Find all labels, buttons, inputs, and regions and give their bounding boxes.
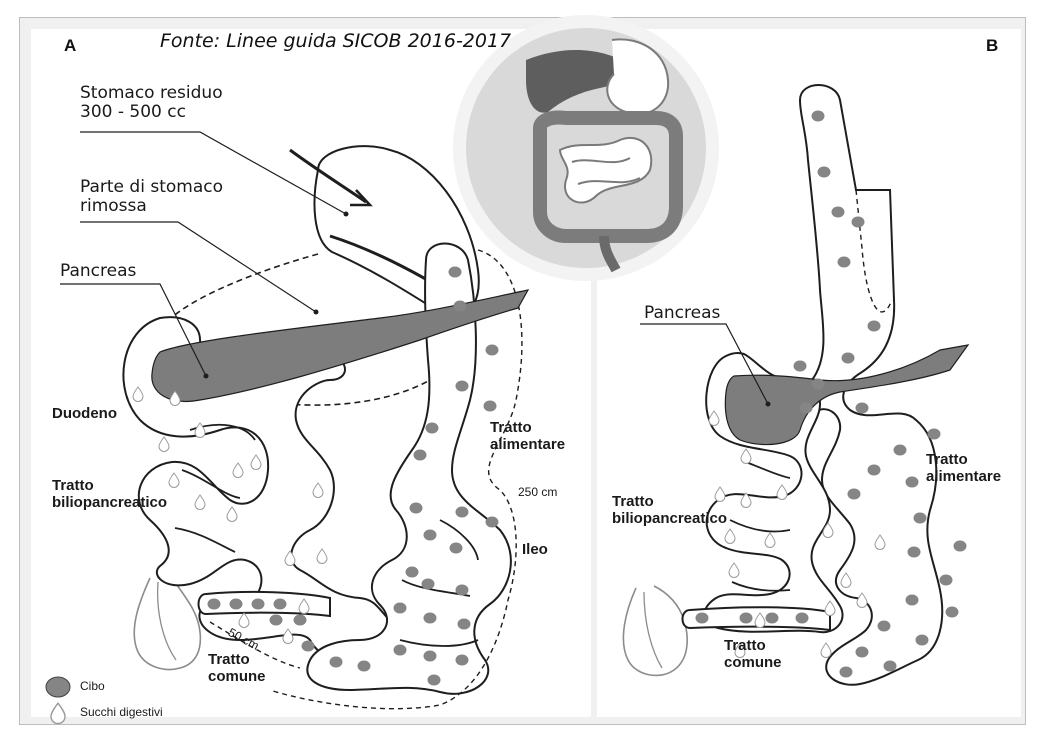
organs-inset [453, 15, 719, 281]
colon-sketch-b [623, 586, 687, 675]
label-common-b: Tratto comune [724, 638, 782, 672]
legend-food-label: Cibo [80, 680, 105, 693]
label-common-a: Tratto comune [208, 652, 266, 686]
label-removed-stomach: Parte di stomaco rimossa [80, 178, 223, 216]
label-common-b-line2: comune [724, 655, 782, 672]
label-alimentary-b-line2: alimentare [926, 469, 1001, 486]
label-alimentary-a-line2: alimentare [490, 437, 565, 454]
label-biliopancreatic-a-line1: Tratto [52, 478, 167, 495]
label-pancreas-a: Pancreas [60, 262, 136, 281]
label-alimentary-b: Tratto alimentare [926, 452, 1001, 486]
label-pancreas-b: Pancreas [644, 304, 720, 323]
label-alimentary-b-line1: Tratto [926, 452, 1001, 469]
panel-a-illustration [46, 132, 528, 724]
legend-juice-swatch [51, 703, 65, 723]
panel-b-letter: B [986, 36, 998, 56]
label-removed-stomach-line2: rimossa [80, 197, 223, 216]
label-biliopancreatic-b-line1: Tratto [612, 494, 727, 511]
label-alimentary-a-line1: Tratto [490, 420, 565, 437]
label-biliopancreatic-b-line2: biliopancreatico [612, 511, 727, 528]
label-duodenum: Duodeno [52, 406, 117, 423]
legend-juice-label: Succhi digestivi [80, 706, 163, 719]
label-biliopancreatic-a-line2: biliopancreatico [52, 495, 167, 512]
label-residual-stomach: Stomaco residuo 300 - 500 cc [80, 84, 223, 122]
label-common-a-line2: comune [208, 669, 266, 686]
label-alimentary-a: Tratto alimentare [490, 420, 565, 454]
label-common-a-line1: Tratto [208, 652, 266, 669]
label-common-b-line1: Tratto [724, 638, 782, 655]
label-biliopancreatic-a: Tratto biliopancreatico [52, 478, 167, 512]
panel-a-letter: A [64, 36, 76, 56]
label-ileum: Ileo [522, 542, 548, 559]
legend-food-swatch [46, 677, 70, 697]
colon-sketch-a [134, 578, 200, 669]
label-residual-stomach-line1: Stomaco residuo [80, 84, 223, 103]
label-removed-stomach-line1: Parte di stomaco [80, 178, 223, 197]
label-biliopancreatic-b: Tratto biliopancreatico [612, 494, 727, 528]
label-length-250: 250 cm [518, 486, 557, 499]
label-residual-stomach-line2: 300 - 500 cc [80, 103, 223, 122]
source-caption: Fonte: Linee guida SICOB 2016-2017 [160, 30, 511, 52]
